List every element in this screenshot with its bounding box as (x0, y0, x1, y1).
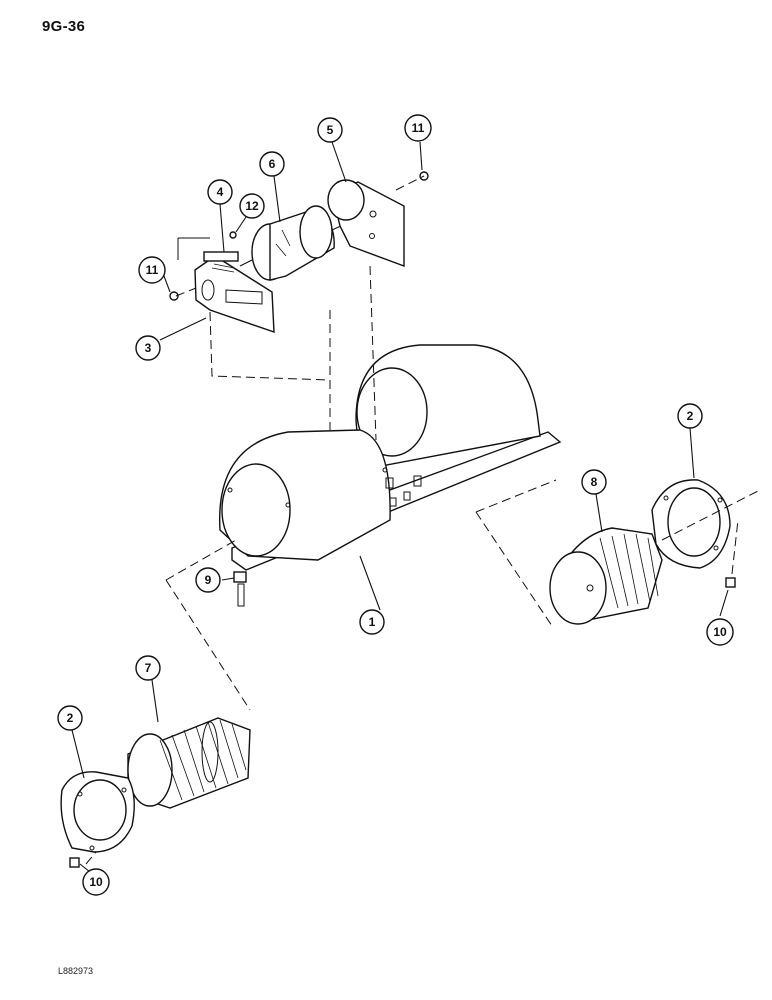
motor-end-plate (327, 179, 405, 268)
callout-8: 8 (581, 469, 607, 495)
callout-6: 6 (259, 151, 285, 177)
svg-text:12: 12 (245, 199, 259, 213)
inlet-ring-left (60, 771, 135, 853)
svg-text:10: 10 (89, 875, 103, 889)
svg-text:10: 10 (713, 625, 727, 639)
callout-1: 1 (359, 609, 385, 635)
callout-5: 5 (317, 117, 343, 143)
screw-12 (229, 231, 237, 239)
svg-text:4: 4 (217, 185, 224, 199)
svg-text:5: 5 (327, 123, 334, 137)
svg-text:11: 11 (412, 121, 425, 135)
callout-9: 9 (195, 567, 221, 593)
callout-2-left: 2 (57, 705, 83, 731)
svg-text:1: 1 (369, 615, 376, 629)
screw-10-left (69, 857, 80, 868)
resistor-4 (203, 251, 239, 273)
svg-text:11: 11 (146, 263, 159, 277)
callout-11-right: 11 (404, 114, 432, 142)
nut-11-left (169, 291, 179, 301)
assembly-lines (85, 175, 761, 865)
svg-text:6: 6 (269, 157, 276, 171)
svg-text:8: 8 (591, 475, 598, 489)
svg-text:2: 2 (67, 711, 74, 725)
blower-wheel-7 (127, 717, 251, 809)
blower-housing (218, 344, 562, 571)
callout-4: 4 (207, 179, 233, 205)
callout-12: 12 (239, 193, 265, 219)
blower-motor (239, 205, 355, 281)
blower-wheel-8 (549, 527, 663, 625)
screw-10-right (725, 577, 736, 588)
callout-10-right: 10 (706, 618, 734, 646)
screw-9 (233, 571, 247, 607)
callout-2-right: 2 (677, 403, 703, 429)
callout-3: 3 (135, 335, 161, 361)
callout-11-left: 11 (138, 256, 166, 284)
svg-text:3: 3 (145, 341, 152, 355)
callout-7: 7 (135, 655, 161, 681)
inlet-ring-right (651, 479, 731, 569)
figure-id: L882973 (58, 966, 94, 976)
callout-10-left: 10 (82, 868, 110, 896)
page-code: 9G-36 (42, 18, 86, 35)
svg-text:7: 7 (145, 661, 152, 675)
leader-lines (71, 141, 729, 873)
svg-text:9: 9 (205, 573, 212, 587)
svg-text:2: 2 (687, 409, 694, 423)
